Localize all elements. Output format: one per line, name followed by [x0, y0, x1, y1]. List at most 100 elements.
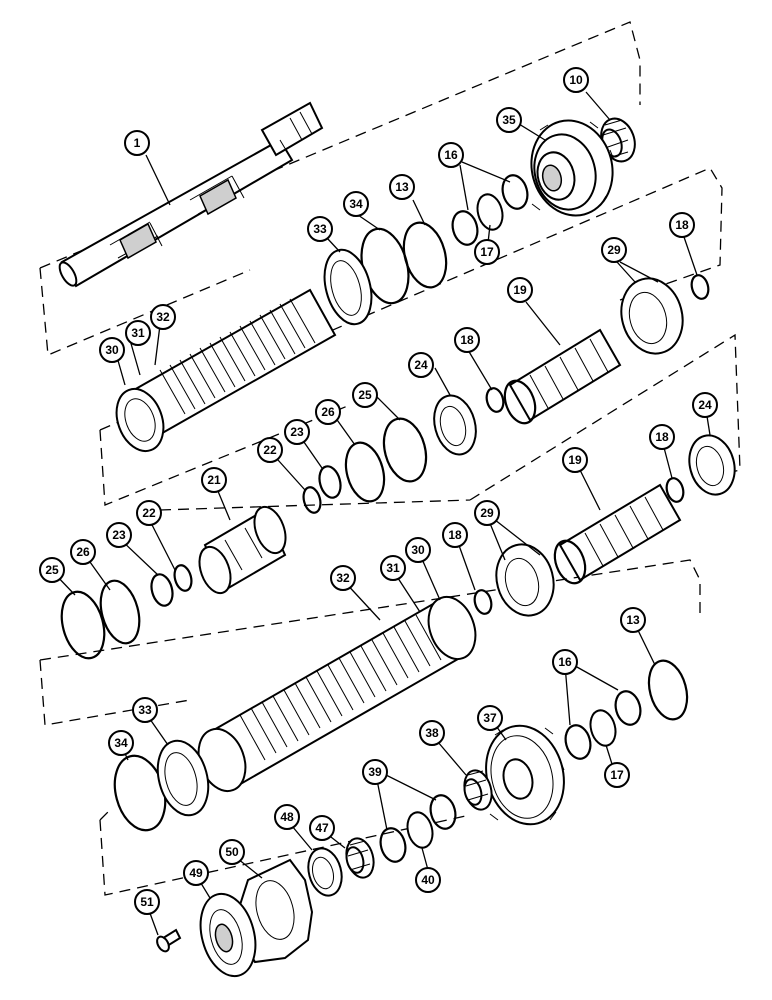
callout-24: 24 [408, 352, 434, 378]
thrust-bearing-17 [476, 193, 504, 231]
callout-26: 26 [70, 539, 96, 565]
o-ring-25-b [60, 590, 106, 660]
clutch-hub-21 [198, 505, 287, 595]
callout-label: 22 [263, 443, 277, 457]
callout-label: 48 [280, 810, 294, 824]
washer-39-a [429, 794, 457, 830]
callout-label: 10 [569, 73, 583, 87]
snap-ring-18-c [665, 477, 685, 503]
gear-35 [530, 119, 615, 217]
callout-30: 30 [99, 337, 125, 363]
callout-18: 18 [649, 424, 675, 450]
clutch-pack-lower [197, 596, 477, 792]
callout-30: 30 [405, 537, 431, 563]
callout-label: 49 [189, 866, 203, 880]
callout-17: 17 [474, 239, 500, 265]
callout-19: 19 [507, 277, 533, 303]
callout-label: 23 [290, 425, 304, 439]
callout-38: 38 [419, 720, 445, 746]
seal-ring-24-lower-inner [695, 445, 725, 487]
callout-34: 34 [108, 730, 134, 756]
callout-23: 23 [106, 522, 132, 548]
callout-29: 29 [601, 237, 627, 263]
callout-17: 17 [604, 762, 630, 788]
callout-25: 25 [39, 557, 65, 583]
callout-label: 24 [414, 358, 428, 372]
callout-40: 40 [415, 867, 441, 893]
washer-16-c [614, 690, 642, 726]
washer-16-b [451, 210, 479, 246]
bearing-47 [345, 837, 375, 879]
callout-label: 18 [675, 218, 689, 232]
callout-label: 30 [105, 343, 119, 357]
callout-label: 16 [444, 148, 458, 162]
washer-16-a [501, 174, 529, 210]
bearing-10 [600, 117, 636, 163]
washer-16-d [564, 724, 592, 760]
callout-25: 25 [352, 382, 378, 408]
callout-label: 24 [698, 398, 712, 412]
callout-18: 18 [454, 327, 480, 353]
callout-label: 31 [131, 326, 145, 340]
callout-label: 40 [421, 873, 435, 887]
callout-label: 22 [142, 506, 156, 520]
callout-label: 39 [368, 765, 382, 779]
callout-label: 29 [607, 243, 621, 257]
callout-10: 10 [563, 67, 589, 93]
callout-31: 31 [125, 320, 151, 346]
callout-label: 13 [395, 180, 409, 194]
o-ring-25-a [382, 417, 428, 483]
callout-label: 16 [558, 655, 572, 669]
callout-33: 33 [132, 697, 158, 723]
callout-35: 35 [496, 107, 522, 133]
callout-label: 32 [336, 571, 350, 585]
snap-ring-18-b [485, 387, 505, 413]
bearing-38 [463, 769, 493, 811]
snap-ring-18-d [473, 589, 493, 615]
callout-18: 18 [669, 212, 695, 238]
snap-ring-18-a [690, 274, 710, 300]
callout-label: 37 [483, 711, 497, 725]
ring-23-b [150, 573, 174, 607]
callout-22: 22 [136, 500, 162, 526]
bearing-cup-48 [307, 847, 343, 897]
clutch-pack-upper [115, 288, 337, 452]
callout-label: 1 [134, 136, 141, 150]
plate-33-b-inner [164, 752, 198, 806]
callout-label: 38 [425, 726, 439, 740]
bolt-51 [156, 928, 182, 953]
callout-26: 26 [315, 399, 341, 425]
callout-48: 48 [274, 804, 300, 830]
callout-24: 24 [692, 392, 718, 418]
piston-29-upper-inner [628, 291, 668, 345]
gasket-50-bore [255, 880, 295, 940]
callout-label: 18 [448, 528, 462, 542]
ring-26-a [344, 441, 386, 503]
callout-label: 25 [358, 388, 372, 402]
seal-ring-24-lower [688, 434, 736, 496]
callout-label: 34 [349, 197, 363, 211]
piston-29-lower-inner [504, 557, 540, 607]
callout-label: 47 [315, 821, 329, 835]
callout-label: 23 [112, 528, 126, 542]
callout-32: 32 [150, 304, 176, 330]
ring-26-b [99, 579, 141, 645]
callout-label: 31 [386, 561, 400, 575]
piston-29-lower [495, 543, 555, 617]
callout-label: 19 [568, 453, 582, 467]
callout-label: 18 [655, 430, 669, 444]
callout-18: 18 [442, 522, 468, 548]
callout-22: 22 [257, 437, 283, 463]
thrust-bearing-40 [406, 811, 434, 849]
callout-label: 29 [480, 506, 494, 520]
plate-33-inner [330, 260, 362, 316]
group-frame-middle-lower [159, 333, 741, 511]
callout-37: 37 [477, 705, 503, 731]
callout-label: 35 [502, 113, 516, 127]
group-frame-top [39, 21, 641, 356]
callout-label: 30 [411, 543, 425, 557]
callout-19: 19 [562, 447, 588, 473]
callout-33: 33 [307, 216, 333, 242]
callout-23: 23 [284, 419, 310, 445]
